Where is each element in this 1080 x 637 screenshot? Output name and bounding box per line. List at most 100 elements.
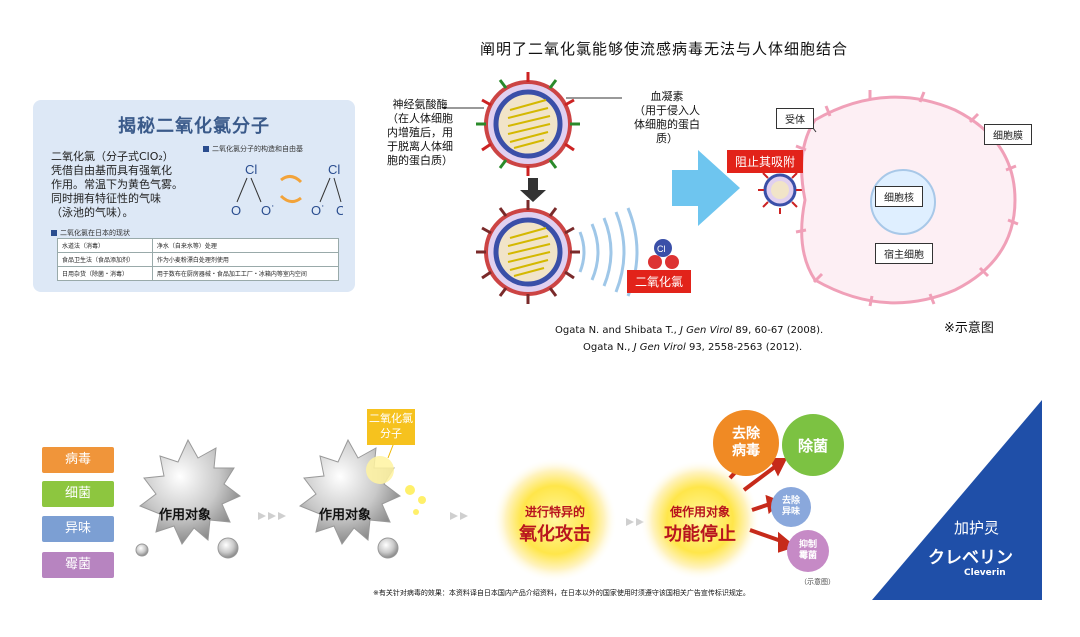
table-row: 日用杂货（除菌・消毒）用于数布在厨房器械・食品加工工厂・冰箱内等室内空间 xyxy=(57,266,340,281)
brand-cn: 加护灵 xyxy=(954,519,1000,537)
desc-line: 凭借自由基而具有强氧化 xyxy=(51,164,172,177)
result-line: 去除 xyxy=(781,496,800,506)
result-remove-virus: 去除 病毒 xyxy=(713,410,779,476)
result-inhibit-mold: 抑制 霉菌 xyxy=(787,530,829,572)
target-spiky-ball-icon xyxy=(135,438,241,559)
cl-atom-left: Cl xyxy=(245,162,257,177)
brand-en: Cleverin xyxy=(964,568,1006,578)
table-cell: 日用杂货（除菌・消毒） xyxy=(57,266,153,281)
table-cell: 净水（自来水等）处理 xyxy=(151,238,340,253)
ref-detail: 89, 60-67 (2008). xyxy=(732,325,824,336)
bullet-square-icon xyxy=(51,230,57,236)
brand-jp: クレベリン xyxy=(928,548,1013,568)
clo2-red-label: 二氧化氯 xyxy=(627,270,692,293)
bullet-square-icon xyxy=(203,146,209,152)
table-cell: 食品卫生法（食品添加剂） xyxy=(57,252,153,267)
small-virus-icon xyxy=(758,166,802,214)
label-line: 于脱离人体细 xyxy=(387,140,453,153)
right-arrow-icon xyxy=(672,150,740,226)
chevron-right-icon-2 xyxy=(450,512,468,520)
label-line: 内增殖后，用 xyxy=(387,126,453,139)
o-radical-atom: O˙ xyxy=(261,203,275,218)
hemagglutinin-label: 血凝素 （用于侵入人 体细胞的蛋白 质） xyxy=(622,90,712,146)
tag-bacteria: 细菌 xyxy=(42,481,114,507)
main-title: 阐明了二氧化氯能够使流感病毒无法与人体细胞结合 xyxy=(480,40,849,58)
result-line: 抑制 xyxy=(798,540,817,550)
molecule-diagram: Cl O O˙ Cl O˙ O xyxy=(231,162,343,218)
japan-status-caption: 二氧化氯在日本的现状 xyxy=(51,228,130,238)
virus-bottom-icon xyxy=(476,200,580,304)
oxidation-glow-icon xyxy=(493,458,617,582)
down-arrow-icon xyxy=(520,178,546,202)
stop-line-1: 使作用对象 xyxy=(669,505,730,519)
brand-logo: 加护灵 クレベリン Cleverin xyxy=(872,400,1042,600)
tag-mold: 霉菌 xyxy=(42,552,114,578)
oxidation-line-2: 氧化攻击 xyxy=(519,524,591,545)
label-line: （用于侵入人 xyxy=(634,104,700,117)
o-atom: O xyxy=(231,203,241,218)
cell-membrane-label: 细胞膜 xyxy=(984,124,1032,145)
desc-line: 同时拥有特征性的气味 xyxy=(51,192,161,205)
table-row: 食品卫生法（食品添加剂）作为小麦粉漂白处理剂使用 xyxy=(57,252,340,267)
virus-top-icon xyxy=(476,72,580,176)
table-cell: 作为小麦粉漂白处理剂使用 xyxy=(151,252,340,267)
result-line: 病毒 xyxy=(732,443,760,459)
chevron-right-icon-3 xyxy=(626,518,644,526)
japan-status-caption-text: 二氧化氯在日本的现状 xyxy=(60,229,130,237)
receptor-label: 受体 xyxy=(776,108,814,129)
clo2-cl-label: Cl xyxy=(657,244,666,254)
label-line: 质） xyxy=(656,132,678,145)
host-cell-label: 宿主细胞 xyxy=(875,243,933,264)
process-diagram xyxy=(135,438,797,582)
references: Ogata N. and Shibata T., J Gen Virol 89,… xyxy=(555,322,823,356)
o-atom-2: O xyxy=(336,203,343,218)
target-label-1: 作用对象 xyxy=(158,508,211,523)
virus-mechanism-diagram: Cl xyxy=(442,72,1019,307)
card-title: 揭秘二氧化氯分子 xyxy=(118,116,270,137)
table-cell: 用于数布在厨房器械・食品加工工厂・冰箱内等室内空间 xyxy=(151,266,340,281)
label-line: 胞的蛋白质） xyxy=(387,154,453,167)
table-row: 水道法（消毒）净水（自来水等）处理 xyxy=(57,238,340,253)
result-sterilize: 除菌 xyxy=(782,414,844,476)
ref-journal: J Gen Virol xyxy=(633,342,686,353)
result-line: 去除 xyxy=(732,426,760,442)
desc-line: 二氧化氯（分子式ClO₂） xyxy=(51,150,174,163)
chevron-right-icon xyxy=(258,512,286,520)
cl-atom-right: Cl xyxy=(328,162,340,177)
target-label-2: 作用对象 xyxy=(318,508,371,523)
label-line: （在人体细胞 xyxy=(387,112,453,125)
nucleus-label: 细胞核 xyxy=(875,186,923,207)
oxidation-attack-label: 进行特异的 氧化攻击 xyxy=(505,503,605,546)
clo2-molecule-icon xyxy=(648,239,679,269)
function-stop-glow-icon xyxy=(640,460,760,580)
box-line: 二氧化氯 xyxy=(369,412,413,425)
box-line: 分子 xyxy=(380,427,402,440)
bottom-schematic-note: （示意图） xyxy=(800,578,835,586)
stop-line-2: 功能停止 xyxy=(664,524,736,545)
label-line: 神经氨酸酶 xyxy=(392,98,448,111)
reference-2: Ogata N., J Gen Virol 93, 2558-2563 (201… xyxy=(555,339,823,356)
japan-status-table: 水道法（消毒）净水（自来水等）处理 食品卫生法（食品添加剂）作为小麦粉漂白处理剂… xyxy=(57,238,340,281)
oxidation-line-1: 进行特异的 xyxy=(524,505,585,519)
footnote: ※有关针对病毒的效果：本资料译自日本国内产品介绍资料，在日本以外的国家使用时须遵… xyxy=(373,589,750,597)
neuraminidase-label: 神经氨酸酶 （在人体细胞 内增殖后，用 于脱离人体细 胞的蛋白质） xyxy=(372,98,468,168)
clo2-info-card: 揭秘二氧化氯分子 二氧化氯（分子式ClO₂） 凭借自由基而具有强氧化 作用。常温… xyxy=(33,100,355,292)
o-radical-atom-2: O˙ xyxy=(311,203,325,218)
desc-line: 作用。常温下为黄色气雾。 xyxy=(51,178,183,191)
ref-detail: 93, 2558-2563 (2012). xyxy=(685,342,803,353)
desc-line: （泳池的气味）。 xyxy=(51,206,134,219)
molecule-caption-text: 二氧化氯分子的构造和自由基 xyxy=(212,145,303,153)
label-line: 血凝素 xyxy=(650,90,684,103)
result-line: 霉菌 xyxy=(798,551,817,561)
ref-journal: J Gen Virol xyxy=(680,325,733,336)
target-spiky-ball-2-icon xyxy=(298,438,426,559)
result-remove-odor: 去除 异味 xyxy=(771,487,811,527)
label-line: 体细胞的蛋白 xyxy=(634,118,700,131)
tag-odor: 异味 xyxy=(42,516,114,542)
ref-authors: Ogata N. and Shibata T., xyxy=(555,325,681,336)
block-adsorption-label: 阻止其吸附 xyxy=(727,150,804,173)
tag-virus: 病毒 xyxy=(42,447,114,473)
clo2-molecule-box: 二氧化氯 分子 xyxy=(367,409,415,445)
schematic-note: ※示意图 xyxy=(944,321,994,336)
card-description: 二氧化氯（分子式ClO₂） 凭借自由基而具有强氧化 作用。常温下为黄色气雾。 同… xyxy=(51,150,221,220)
